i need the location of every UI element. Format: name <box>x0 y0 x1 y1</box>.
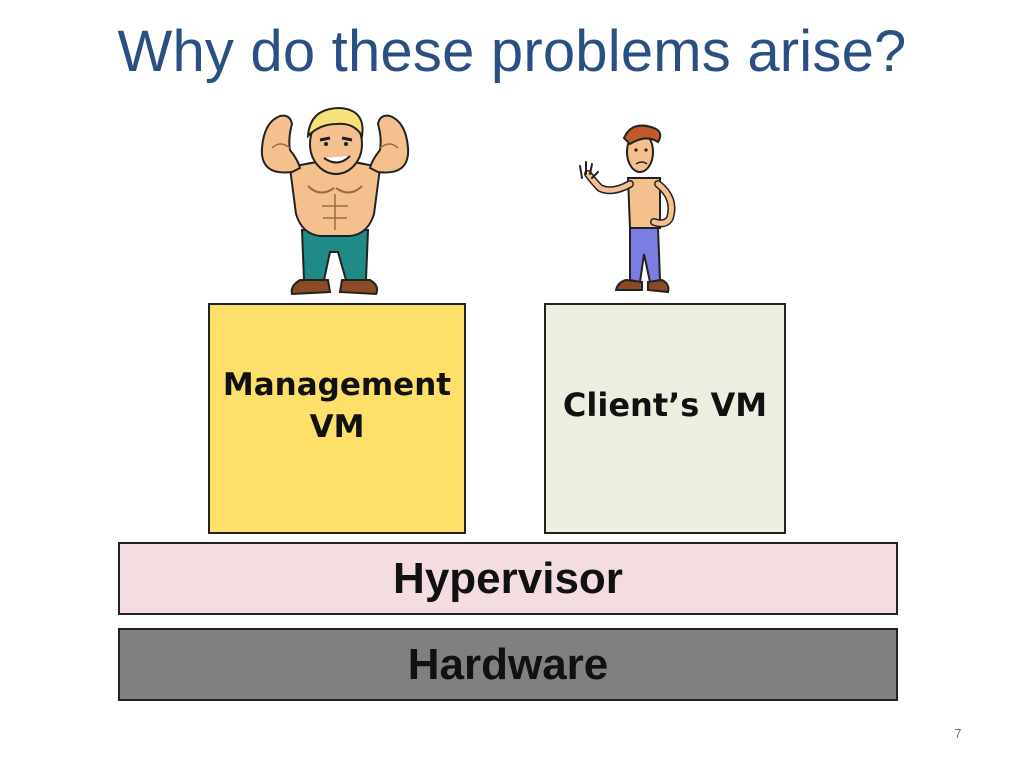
page-number: 7 <box>954 726 962 741</box>
hardware-label: Hardware <box>407 639 609 689</box>
management-vm-label-line2: VM <box>309 408 365 445</box>
hypervisor-layer: Hypervisor <box>118 542 898 615</box>
hypervisor-label: Hypervisor <box>393 553 623 603</box>
client-vm-box: Client’s VM <box>544 303 786 534</box>
slide-title: Why do these problems arise? <box>117 19 907 84</box>
client-vm-label: Client’s VM <box>562 385 768 424</box>
hardware-layer: Hardware <box>118 628 898 701</box>
muscular-man-icon <box>250 102 420 300</box>
skinny-man-icon <box>572 122 702 298</box>
management-vm-label-line1: Management <box>222 366 452 403</box>
management-vm-box: Management VM <box>208 303 466 534</box>
